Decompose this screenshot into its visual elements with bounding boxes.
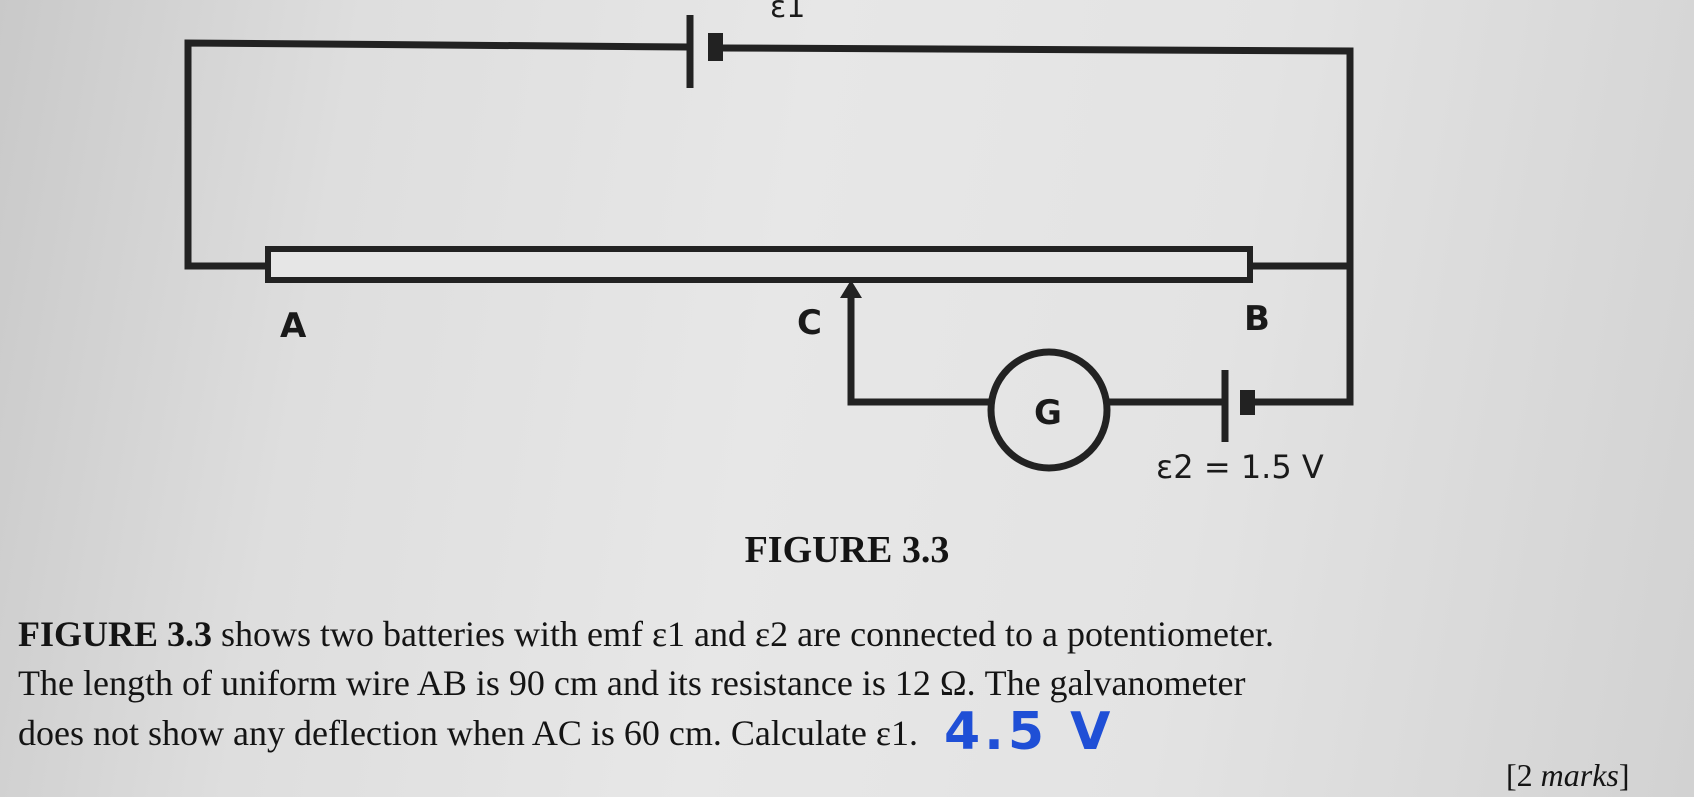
top-wire-left (184, 39, 692, 270)
question-line-3-text: does not show any deflection when AC is … (18, 713, 918, 753)
galvanometer-symbol (987, 348, 1111, 472)
potentiometer-circuit-diagram: ε1 A C B G ε2 = 1.5 V (184, 0, 1354, 486)
label-emf2: ε2 = 1.5 V (1156, 448, 1324, 486)
marks-allocation: [2 marks] (1506, 757, 1630, 793)
question-line-2: The length of uniform wire AB is 90 cm a… (18, 663, 1246, 703)
question-line-1-text: shows two batteries with emf ε1 and ε2 a… (212, 614, 1274, 654)
battery-e2-short-plate (1240, 390, 1255, 415)
top-wire-right (720, 44, 1354, 406)
uniform-wire-ab (265, 246, 1253, 283)
figure-caption: FIGURE 3.3 (744, 529, 950, 571)
question-text: FIGURE 3.3 shows two batteries with emf … (18, 610, 1274, 758)
jockey-wire (847, 292, 994, 406)
label-galvanometer: G (1034, 393, 1062, 433)
label-point-a: A (280, 306, 307, 346)
marks-word: marks (1540, 757, 1619, 793)
label-emf1: ε1 (770, 0, 805, 25)
jockey-arrowhead (840, 280, 862, 298)
battery-e1-short-plate (708, 33, 723, 61)
question-line-3: does not show any deflection when AC is … (18, 706, 1274, 758)
label-point-b: B (1244, 299, 1270, 339)
label-point-c: C (797, 303, 822, 343)
question-line-1: FIGURE 3.3 shows two batteries with emf … (18, 610, 1274, 659)
handwritten-answer: 4.5 V (943, 702, 1115, 762)
figure-reference: FIGURE 3.3 (18, 614, 213, 654)
